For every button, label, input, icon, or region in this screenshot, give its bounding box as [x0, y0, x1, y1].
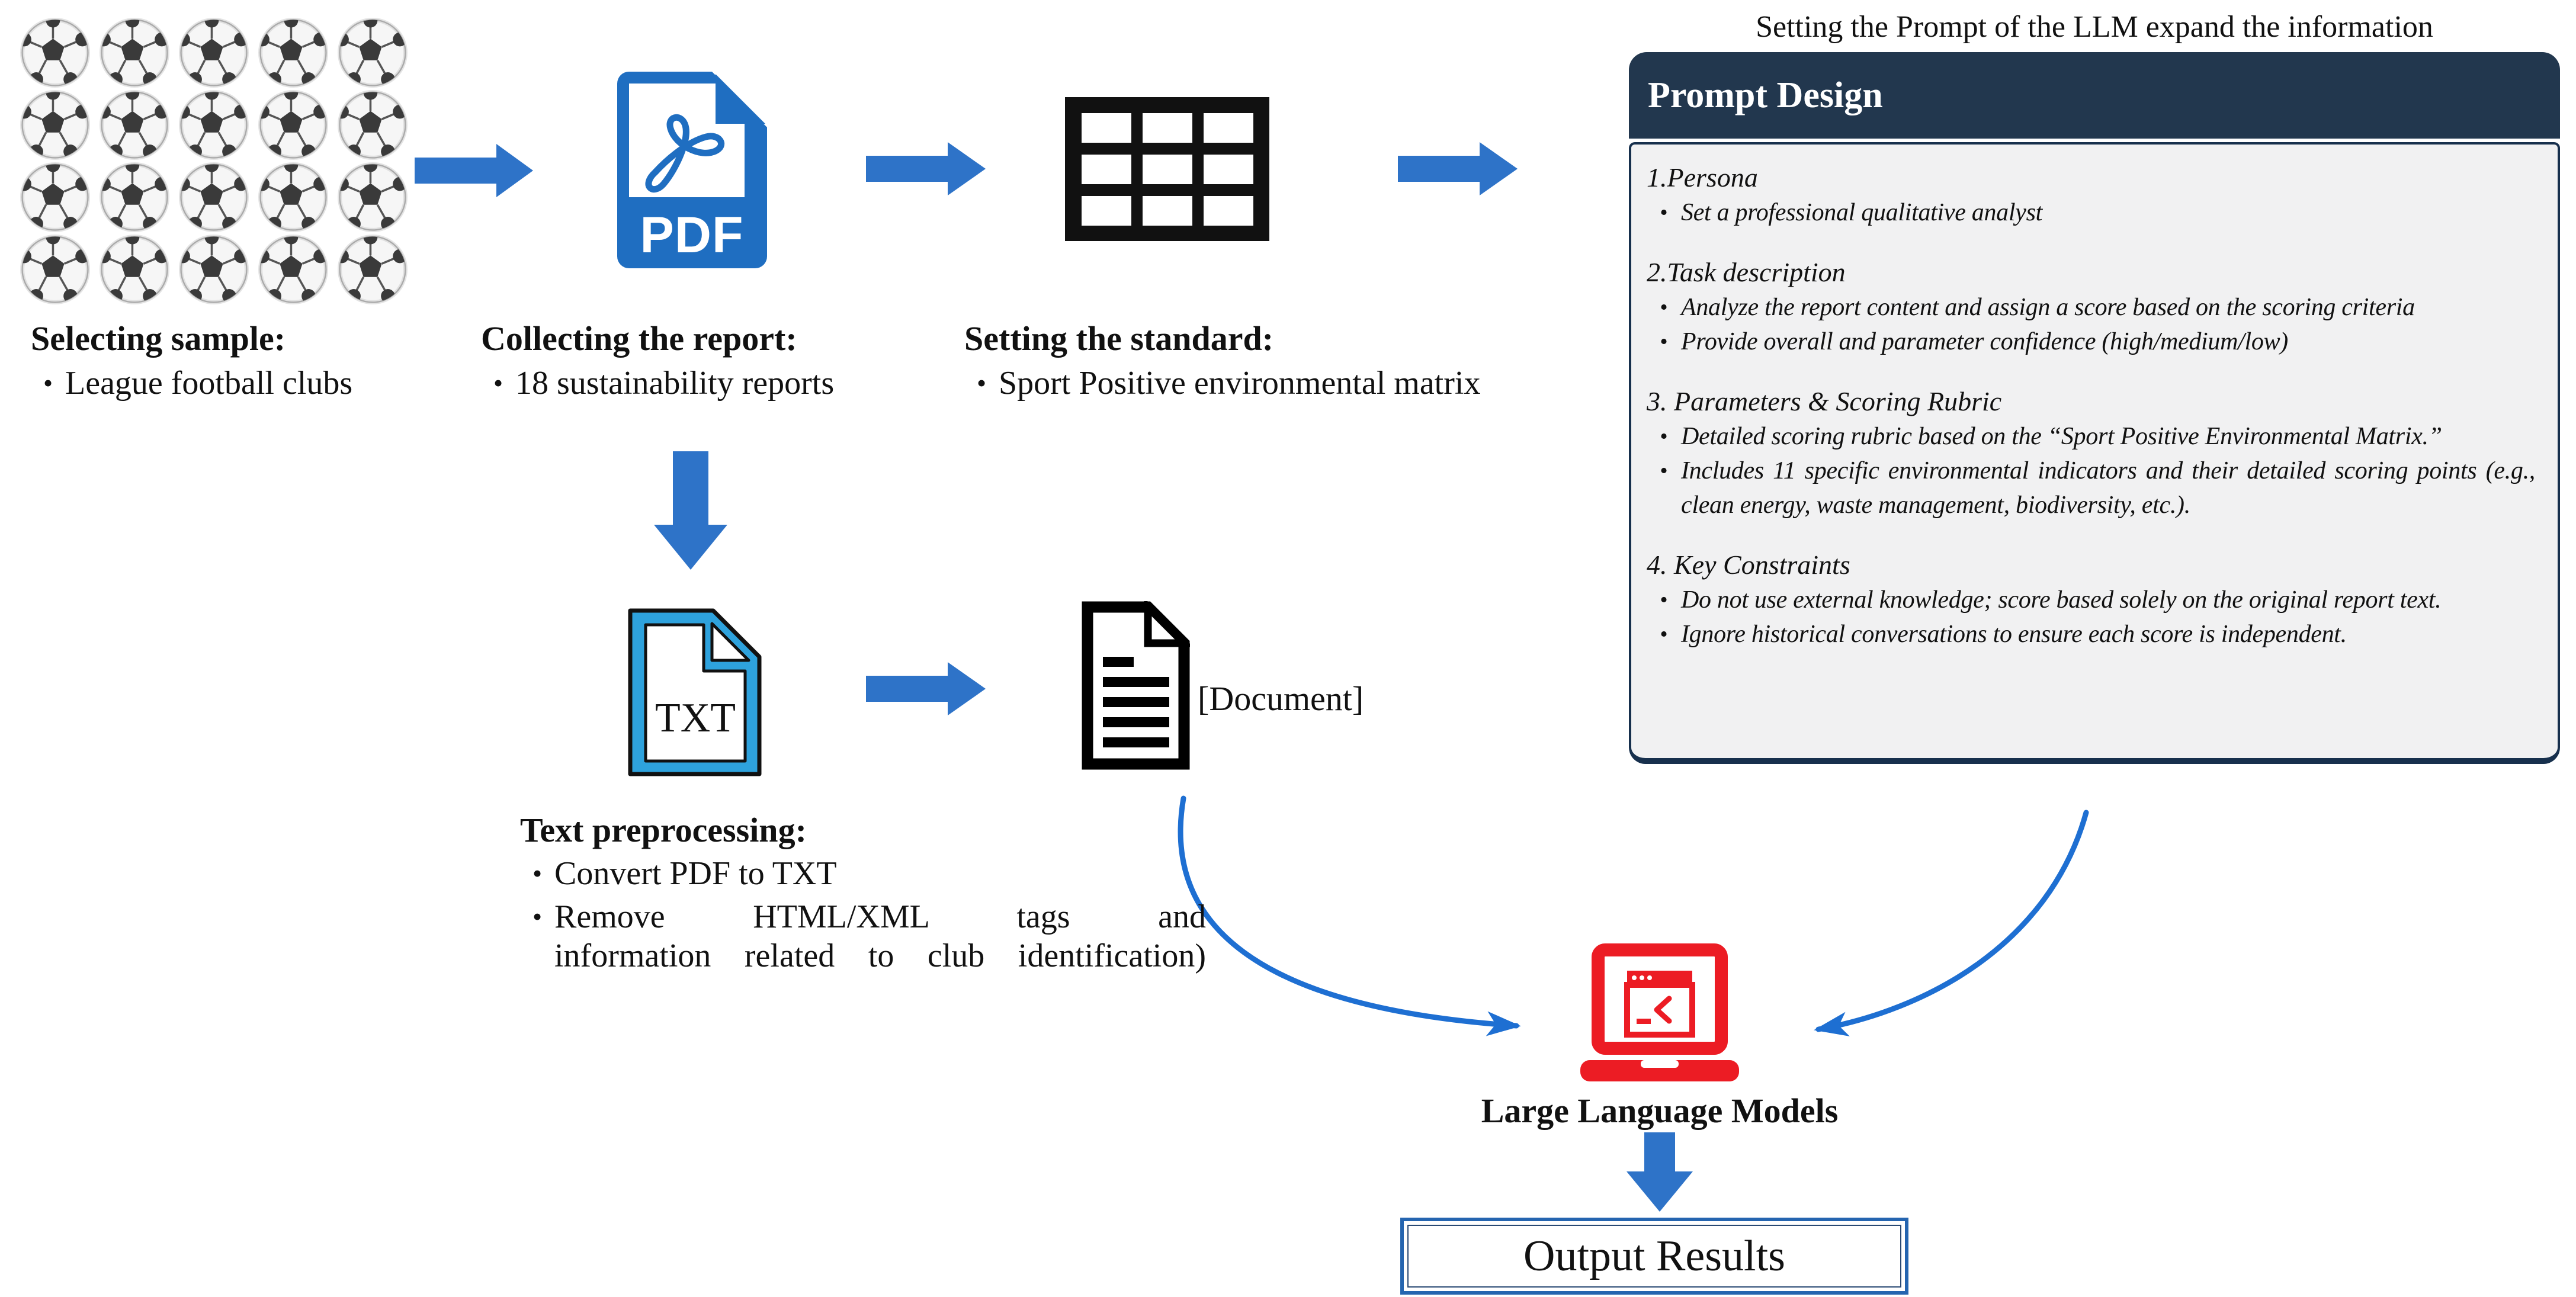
bullet-marker: •	[532, 858, 543, 889]
prompt-section-heading: 2.Task description	[1647, 257, 1846, 287]
soccer-ball-icon	[338, 235, 408, 304]
llm-label: Large Language Models	[1481, 1091, 1839, 1130]
bullet-text: Includes 11 specific environmental indic…	[1681, 457, 2535, 519]
prompt-panel-title: Setting the Prompt of the LLM expand the…	[1756, 10, 2433, 44]
prompt-bullet: • Do not use external knowledge; score b…	[1647, 583, 2535, 617]
prompt-section-persona: 1.Persona • Set a professional qualitati…	[1647, 160, 2535, 230]
txt-label: TXT	[655, 695, 736, 741]
soccer-ball-icon	[100, 235, 169, 304]
soccer-ball-icon	[20, 18, 90, 88]
step-bullet: • League football clubs	[31, 364, 457, 403]
bullet-marker: •	[1660, 587, 1668, 612]
document-page-icon	[1082, 601, 1190, 770]
pdf-file-icon: PDF	[617, 72, 767, 268]
prompt-panel-body: 1.Persona • Set a professional qualitati…	[1629, 142, 2560, 764]
output-results-label: Output Results	[1407, 1225, 1901, 1288]
bullet-text: Analyze the report content and assign a …	[1681, 294, 2415, 321]
prompt-section-heading: 3. Parameters & Scoring Rubric	[1647, 386, 2002, 416]
bullet-marker: •	[976, 368, 987, 399]
bullet-text: Provide overall and parameter confidence…	[1681, 328, 2288, 355]
soccer-ball-icon	[338, 18, 408, 88]
soccer-ball-icon	[258, 18, 328, 88]
bullet-text: Sport Positive environmental matrix	[999, 365, 1481, 402]
prompt-section-heading: 1.Persona	[1647, 162, 1758, 192]
step-bullet: • 18 sustainability reports	[481, 364, 931, 403]
prompt-bullet: • Analyze the report content and assign …	[1647, 290, 2535, 325]
bullet-text: 18 sustainability reports	[515, 365, 835, 402]
bullet-marker: •	[1660, 622, 1668, 647]
bullet-text: Remove HTML/XML tags and information rel…	[554, 898, 1206, 974]
bullet-marker: •	[1660, 329, 1668, 354]
football-grid	[15, 17, 413, 308]
bullet-marker: •	[493, 368, 503, 399]
arrow-pdf-to-standard	[866, 142, 986, 195]
soccer-ball-icon	[338, 162, 408, 232]
soccer-ball-icon	[20, 90, 90, 160]
bullet-text: Detailed scoring rubric based on the “Sp…	[1681, 423, 2442, 450]
bullet-marker: •	[43, 368, 53, 399]
bullet-text: Ignore historical conversations to ensur…	[1681, 621, 2347, 648]
bullet-text: Set a professional qualitative analyst	[1681, 199, 2042, 226]
arrow-standard-to-prompt	[1398, 142, 1518, 195]
step-bullet: • Convert PDF to TXT	[520, 854, 1206, 893]
soccer-ball-icon	[258, 235, 328, 304]
bullet-marker: •	[1660, 295, 1668, 320]
prompt-section-task: 2.Task description • Analyze the report …	[1647, 255, 2535, 359]
arrow-sample-to-pdf	[415, 144, 533, 197]
bullet-marker: •	[1660, 200, 1668, 225]
soccer-ball-icon	[100, 162, 169, 232]
curve-document-to-llm	[1178, 795, 1521, 1036]
bullet-marker: •	[1660, 424, 1668, 449]
soccer-ball-icon	[20, 235, 90, 304]
bullet-text: League football clubs	[65, 365, 353, 402]
soccer-ball-icon	[179, 18, 249, 88]
arrow-txt-to-document	[866, 662, 986, 715]
step-bullet: • Sport Positive environmental matrix	[964, 364, 1592, 403]
step-selecting-sample: Selecting sample: • League football club…	[31, 319, 457, 403]
arrow-llm-to-output	[1627, 1132, 1693, 1212]
pdf-label: PDF	[640, 207, 744, 264]
arrow-pdf-to-txt	[654, 451, 727, 570]
step-collecting-report: Collecting the report: • 18 sustainabili…	[481, 319, 931, 403]
prompt-bullet: • Ignore historical conversations to ens…	[1647, 617, 2535, 651]
soccer-ball-icon	[258, 162, 328, 232]
prompt-bullet: • Provide overall and parameter confiden…	[1647, 325, 2535, 359]
step-heading: Selecting sample:	[31, 319, 286, 358]
prompt-bullet: • Detailed scoring rubric based on the “…	[1647, 419, 2535, 454]
curve-prompt-to-llm	[1814, 810, 2089, 1036]
prompt-design-panel: Prompt Design 1.Persona • Set a professi…	[1629, 52, 2560, 764]
table-grid-icon	[1065, 97, 1269, 241]
step-setting-standard: Setting the standard: • Sport Positive e…	[964, 319, 1592, 403]
bullet-text: Do not use external knowledge; score bas…	[1681, 586, 2442, 614]
prompt-panel-header: Prompt Design	[1629, 52, 2560, 139]
step-heading: Collecting the report:	[481, 319, 797, 358]
step-heading: Setting the standard:	[964, 319, 1274, 358]
soccer-ball-icon	[338, 90, 408, 160]
soccer-ball-icon	[100, 90, 169, 160]
txt-file-icon: TXT	[628, 608, 762, 776]
output-results-box: Output Results	[1400, 1218, 1908, 1295]
soccer-ball-icon	[258, 90, 328, 160]
step-heading: Text preprocessing:	[520, 811, 807, 849]
step-bullet: • Remove HTML/XML tags and information r…	[520, 897, 1206, 975]
bullet-marker: •	[1660, 458, 1668, 483]
bullet-marker: •	[532, 901, 543, 932]
prompt-section-heading: 4. Key Constraints	[1647, 550, 1850, 580]
prompt-bullet: • Set a professional qualitative analyst	[1647, 195, 2535, 230]
document-label: [Document]	[1198, 679, 1364, 718]
prompt-bullet: • Includes 11 specific environmental ind…	[1647, 454, 2535, 522]
prompt-section-constraints: 4. Key Constraints • Do not use external…	[1647, 547, 2535, 651]
soccer-ball-icon	[179, 90, 249, 160]
laptop-terminal-icon	[1580, 943, 1739, 1081]
bullet-text: Convert PDF to TXT	[554, 855, 837, 893]
soccer-ball-icon	[100, 18, 169, 88]
soccer-ball-icon	[179, 235, 249, 304]
step-text-preprocessing: Text preprocessing: • Convert PDF to TXT…	[520, 810, 1206, 975]
prompt-section-parameters: 3. Parameters & Scoring Rubric • Detaile…	[1647, 384, 2535, 522]
soccer-ball-icon	[179, 162, 249, 232]
soccer-ball-icon	[20, 162, 90, 232]
